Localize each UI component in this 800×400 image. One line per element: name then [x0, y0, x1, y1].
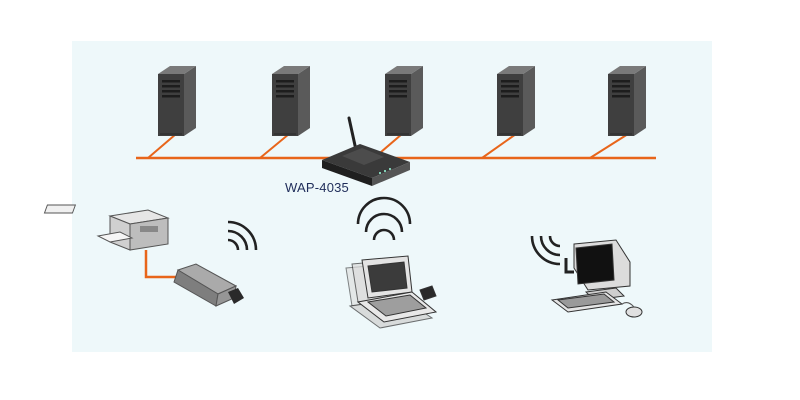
- wireless-signal-icon: [226, 220, 258, 252]
- laptop-with-wireless-card-icon: [345, 255, 438, 329]
- desktop-computer-icon: [550, 239, 643, 318]
- server-tower-icon: [271, 65, 311, 137]
- server-tower-icon: [157, 65, 197, 137]
- server-drops: [147, 133, 629, 159]
- wireless-router-icon: [322, 116, 410, 186]
- wireless-card-icon: [564, 258, 574, 274]
- printer-icon: [43, 204, 170, 251]
- server-tower-icon: [384, 65, 424, 137]
- usb-wireless-adapter-icon: [173, 263, 244, 307]
- server-tower-icon: [496, 65, 536, 137]
- wireless-signal-icon: [530, 235, 561, 266]
- usb-cable: [144, 250, 180, 279]
- server-tower-icon: [607, 65, 647, 137]
- wireless-signal-icon: [356, 196, 412, 241]
- access-point-label: WAP-4035: [285, 180, 349, 195]
